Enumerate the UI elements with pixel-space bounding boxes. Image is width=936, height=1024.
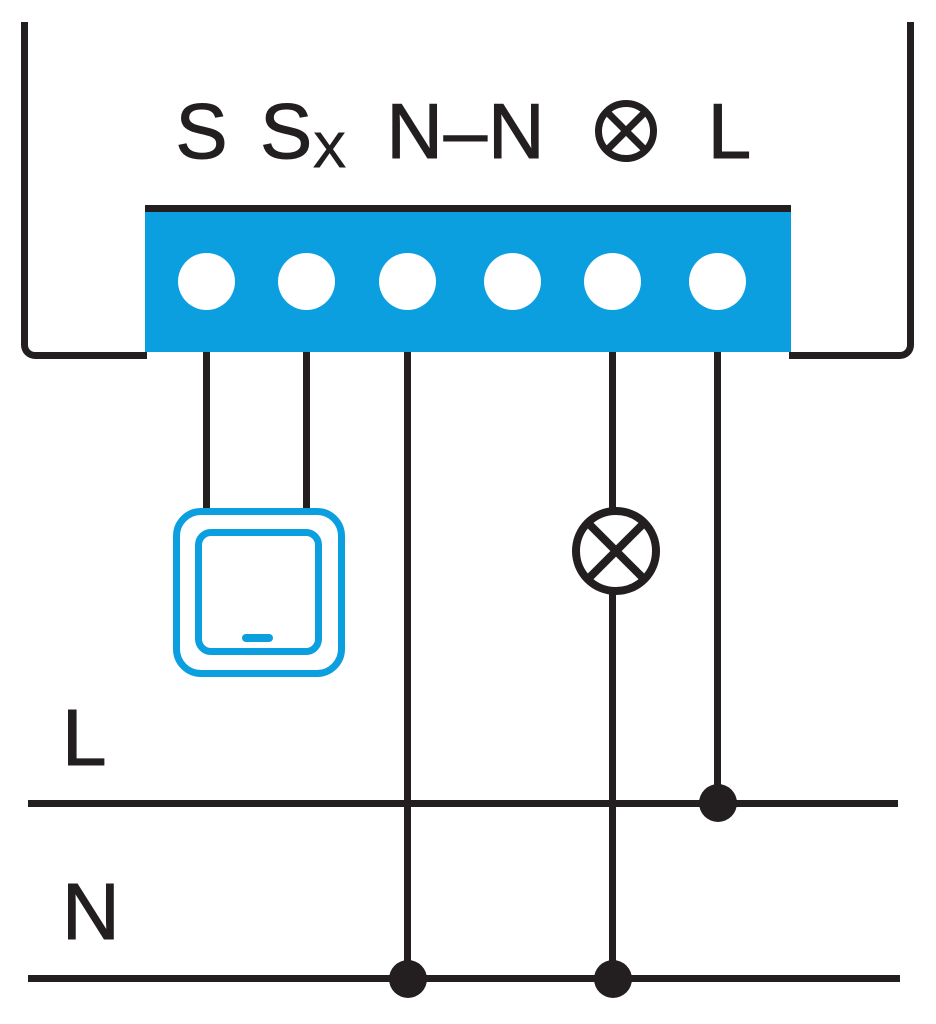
- enclosure-right-wall: [789, 22, 914, 359]
- terminal-block: [145, 205, 791, 352]
- enclosure-left-wall: [21, 22, 147, 359]
- wire-l-to-live-bus: [714, 352, 721, 807]
- lamp-icon: [572, 507, 660, 595]
- live-bus-line: [28, 800, 898, 807]
- neutral-bus-label: N: [61, 867, 120, 956]
- terminal-hole-l: [689, 253, 746, 310]
- terminal-label-n-n: N–N: [386, 87, 546, 175]
- neutral-bus-line: [28, 975, 900, 982]
- terminal-label-sx-main: S: [260, 87, 314, 175]
- terminal-label-s: S: [175, 91, 228, 170]
- terminal-label-sx: SX: [260, 91, 347, 178]
- terminal-label-l: L: [707, 87, 753, 175]
- wall-switch-rocker-mark: [242, 634, 273, 642]
- junction-dot-live: [699, 784, 737, 822]
- lamp-icon: [595, 100, 657, 162]
- live-bus-label: L: [61, 693, 107, 782]
- junction-dot-neutral-2: [594, 960, 632, 998]
- wire-sx-to-switch: [303, 352, 310, 508]
- wire-s-to-switch: [203, 352, 210, 508]
- terminal-hole-s: [178, 253, 235, 310]
- wall-switch-button: [195, 529, 322, 655]
- wire-n-to-neutral-bus: [404, 352, 411, 982]
- terminal-hole-n1: [379, 253, 436, 310]
- terminal-label-sx-subscript: X: [313, 123, 347, 178]
- terminal-hole-sx: [278, 253, 335, 310]
- junction-dot-neutral-1: [389, 960, 427, 998]
- terminal-label-s-text: S: [175, 87, 229, 175]
- wire-lamp-to-neutral-bus: [609, 352, 616, 982]
- terminal-hole-lamp: [584, 253, 641, 310]
- terminal-hole-n2: [484, 253, 541, 310]
